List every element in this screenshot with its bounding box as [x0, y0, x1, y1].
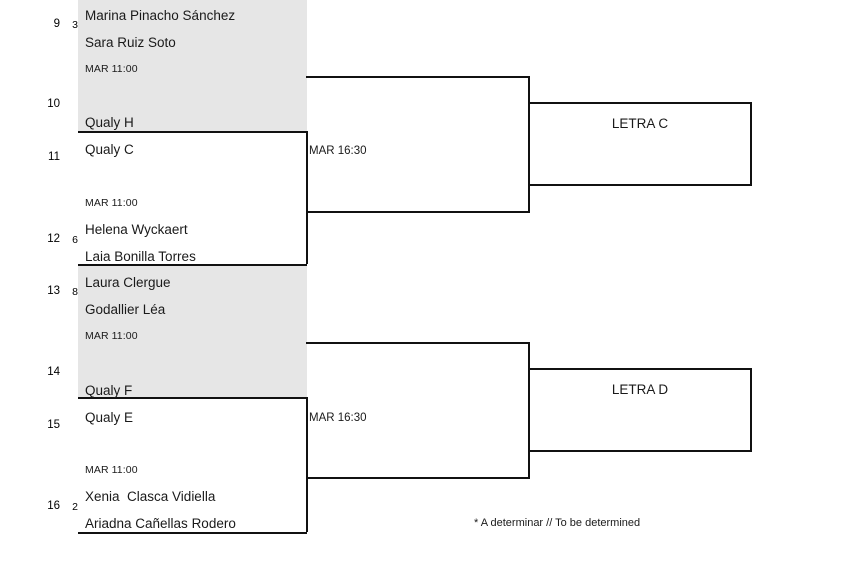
- player-name: Qualy C: [85, 142, 134, 157]
- round1-connector-upper: [306, 131, 308, 264]
- shaded-band-upper: [78, 0, 307, 131]
- slot-number-16: 16: [47, 500, 60, 512]
- slot-number-14: 14: [47, 366, 60, 378]
- slot-underline: [78, 131, 307, 133]
- slot-underline: [78, 264, 307, 266]
- player-name: Laia Bonilla Torres: [85, 249, 196, 264]
- result-label: LETRA D: [611, 382, 669, 397]
- slot-number-13: 13: [47, 285, 60, 297]
- player-name: Qualy E: [85, 410, 134, 425]
- semifinal-lower-bottom-line: [306, 477, 529, 479]
- shaded-band-lower: [78, 265, 307, 397]
- semifinal-time: MAR 16:30: [309, 412, 367, 424]
- round1-connector-lower: [306, 397, 308, 532]
- slot-number-10: 10: [47, 98, 60, 110]
- match-time: MAR 11:00: [85, 63, 138, 75]
- player-name: Laura Clergue: [85, 275, 171, 290]
- slot-seed-9: 3: [72, 19, 78, 31]
- footnote-to-be-determined: * A determinar // To be determined: [474, 517, 641, 529]
- match-time: MAR 11:00: [85, 197, 138, 209]
- slot-number-15: 15: [47, 419, 60, 431]
- semifinal-upper-top-line: [306, 76, 529, 78]
- player-name: Qualy H: [85, 115, 134, 130]
- slot-underline: [78, 397, 307, 399]
- slot-number-9: 9: [53, 18, 60, 30]
- semifinal-upper-bottom-line: [306, 211, 529, 213]
- slot-seed-12: 6: [72, 234, 78, 246]
- player-name: Qualy F: [85, 383, 133, 398]
- player-name: Godallier Léa: [85, 302, 166, 317]
- semifinal-time: MAR 16:30: [309, 145, 367, 157]
- player-name: Xenia Clasca Vidiella: [85, 489, 216, 504]
- slot-number-12: 12: [47, 233, 60, 245]
- slot-underline: [78, 532, 307, 534]
- player-name: Marina Pinacho Sánchez: [85, 8, 236, 23]
- slot-seed-16: 2: [72, 501, 78, 513]
- result-box-letra-d[interactable]: LETRA D: [528, 368, 752, 452]
- slot-seed-13: 8: [72, 286, 78, 298]
- result-box-letra-c[interactable]: LETRA C: [528, 102, 752, 186]
- result-label: LETRA C: [611, 116, 669, 131]
- match-time: MAR 11:00: [85, 464, 138, 476]
- player-name: Helena Wyckaert: [85, 222, 188, 237]
- player-name: Sara Ruiz Soto: [85, 35, 176, 50]
- semifinal-lower-top-line: [306, 342, 529, 344]
- match-time: MAR 11:00: [85, 330, 138, 342]
- slot-number-11: 11: [48, 151, 60, 163]
- player-name: Ariadna Cañellas Rodero: [85, 516, 236, 531]
